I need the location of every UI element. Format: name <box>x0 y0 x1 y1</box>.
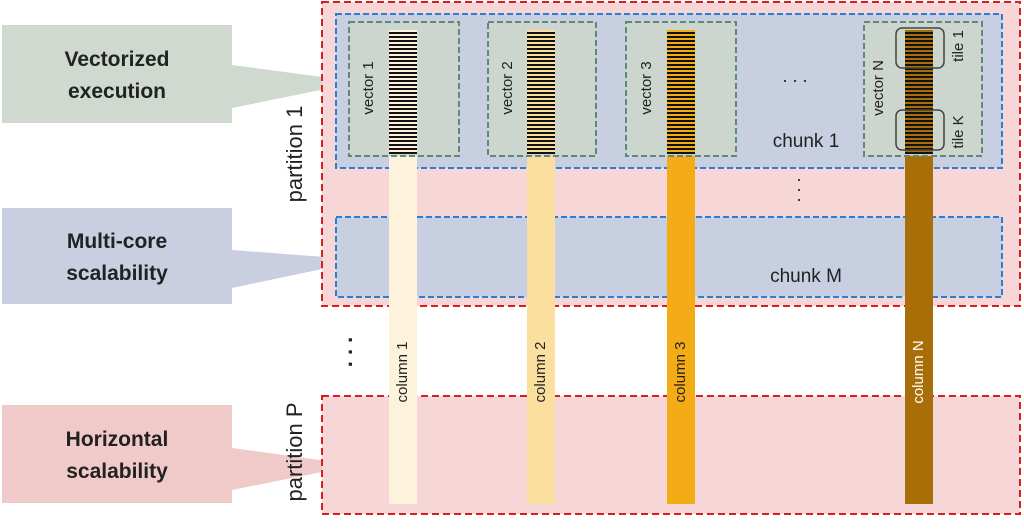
callout-line1: Horizontal <box>66 428 169 451</box>
column-1-label: column 1 <box>394 342 411 403</box>
vector-n-label: vector N <box>870 60 887 116</box>
column-2-label: column 2 <box>532 342 549 403</box>
column-n-stripes <box>905 30 933 154</box>
callout-box <box>2 405 232 503</box>
callout-horizontal-scalability: Horizontal scalability <box>2 405 357 503</box>
column-3-stripes <box>667 30 695 154</box>
column-3-label: column 3 <box>672 342 689 403</box>
vector-1-label: vector 1 <box>360 61 377 114</box>
callout-pointer <box>232 448 357 490</box>
callout-line1: Multi-core <box>67 230 167 253</box>
chunk-ellipsis: . . . <box>784 177 804 202</box>
callout-line2: scalability <box>66 460 168 483</box>
callout-line2: execution <box>68 80 166 103</box>
callout-multicore-scalability: Multi-core scalability <box>2 208 365 304</box>
chunk-1-label: chunk 1 <box>773 131 840 152</box>
tile-k-box <box>895 109 945 151</box>
callout-pointer <box>232 65 360 108</box>
callout-line1: Vectorized <box>64 48 169 71</box>
column-1-stripes <box>389 30 417 154</box>
partition-ellipsis: . . . <box>332 337 357 368</box>
vector-2-label: vector 2 <box>499 61 516 114</box>
partition-p-label: partition P <box>282 402 307 501</box>
column-n-label: column N <box>910 340 927 403</box>
partition-1-label: partition 1 <box>282 106 307 203</box>
callout-box <box>2 25 232 123</box>
callout-line2: scalability <box>66 262 168 285</box>
vector-3-label: vector 3 <box>638 61 655 114</box>
chunk-m-label: chunk M <box>770 266 842 287</box>
tile-1-label: tile 1 <box>950 30 967 62</box>
tile-k-label: tile K <box>950 115 967 148</box>
callout-box <box>2 208 232 304</box>
callout-vectorized-execution: Vectorized execution <box>2 25 360 123</box>
column-2-stripes <box>527 30 555 154</box>
vector-ellipsis: . . . <box>782 66 807 86</box>
tile-1-box <box>895 27 945 69</box>
